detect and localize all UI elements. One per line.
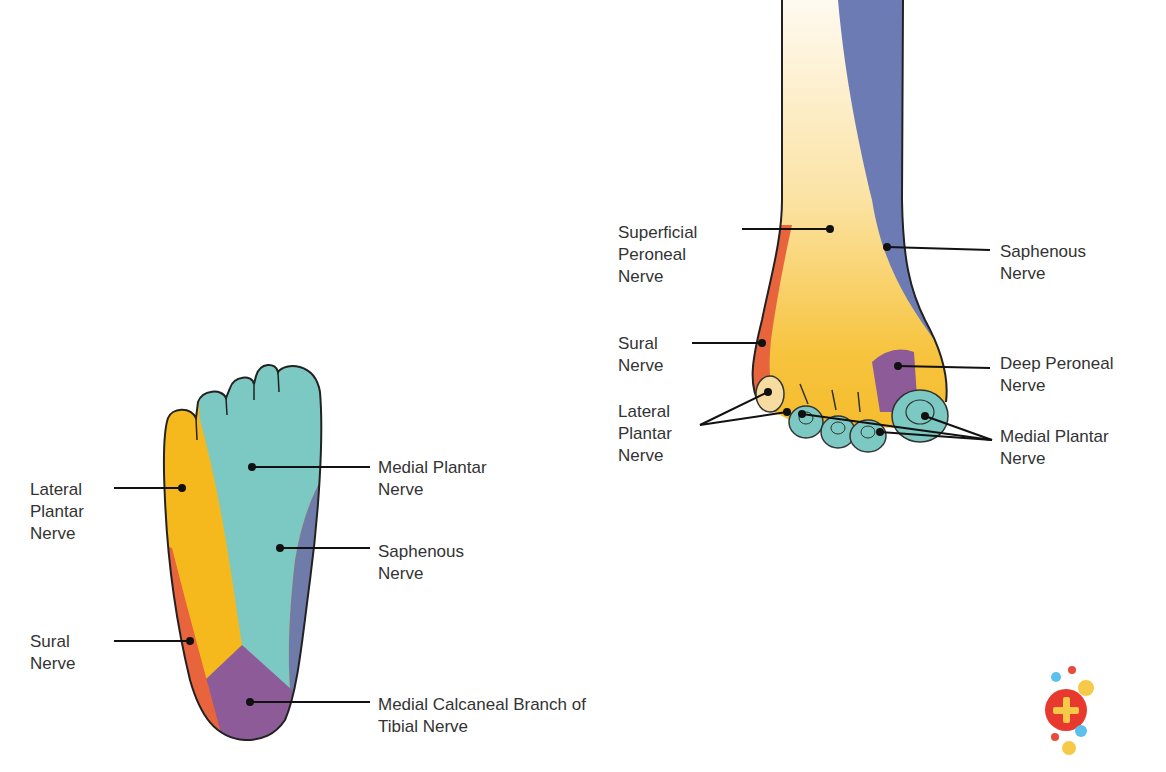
nerve-label: Lateral Plantar Nerve: [618, 401, 698, 467]
nerve-label: Saphenous Nerve: [1000, 241, 1110, 285]
nerve-label: Medial Plantar Nerve: [378, 457, 518, 501]
nerve-label: Saphenous Nerve: [378, 541, 488, 585]
nerve-label: Sural Nerve: [618, 333, 688, 377]
nerve-label: Superficial Peroneal Nerve: [618, 222, 728, 288]
nerve-label: Sural Nerve: [30, 631, 100, 675]
logo-mark: [1045, 666, 1094, 755]
nerve-label: Lateral Plantar Nerve: [30, 479, 110, 545]
nerve-label: Medial Calcaneal Branch of Tibial Nerve: [378, 694, 618, 738]
nerve-label: Deep Peroneal Nerve: [1000, 353, 1140, 397]
nerve-label: Medial Plantar Nerve: [1000, 426, 1140, 470]
